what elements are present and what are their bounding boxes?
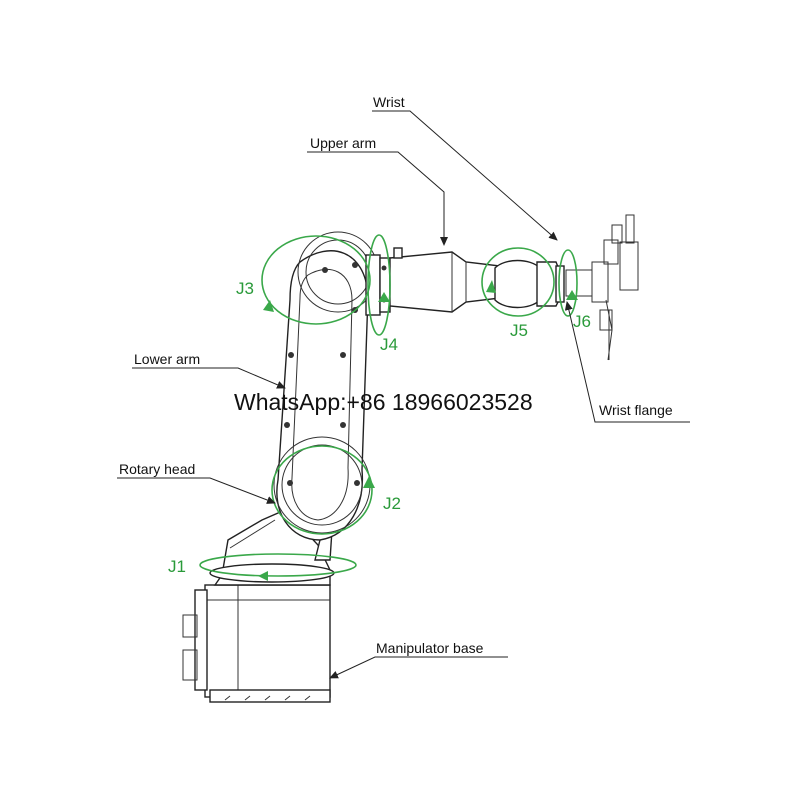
joint-label-j5: J5 [510, 321, 528, 340]
joint-label-j3: J3 [236, 279, 254, 298]
lower-arm [273, 231, 379, 541]
wrist [494, 259, 565, 309]
joint-label-j6: J6 [573, 312, 591, 331]
manipulator-base [182, 584, 331, 703]
leader-lines [117, 110, 690, 679]
upper-arm [365, 247, 501, 316]
label-wrist: Wrist [373, 94, 405, 110]
joint-label-j4: J4 [380, 335, 398, 354]
label-lower-arm: Lower arm [134, 351, 200, 367]
joint-label-j1: J1 [168, 557, 186, 576]
rotation-arrows [199, 234, 578, 581]
label-rotary-head: Rotary head [119, 461, 195, 477]
label-manipulator-base: Manipulator base [376, 640, 484, 656]
label-wrist-flange: Wrist flange [599, 402, 673, 418]
joint-label-j2: J2 [383, 494, 401, 513]
end-effector [565, 214, 639, 361]
watermark-text: WhatsApp:+86 18966023528 [234, 389, 533, 415]
label-upper-arm: Upper arm [310, 135, 376, 151]
